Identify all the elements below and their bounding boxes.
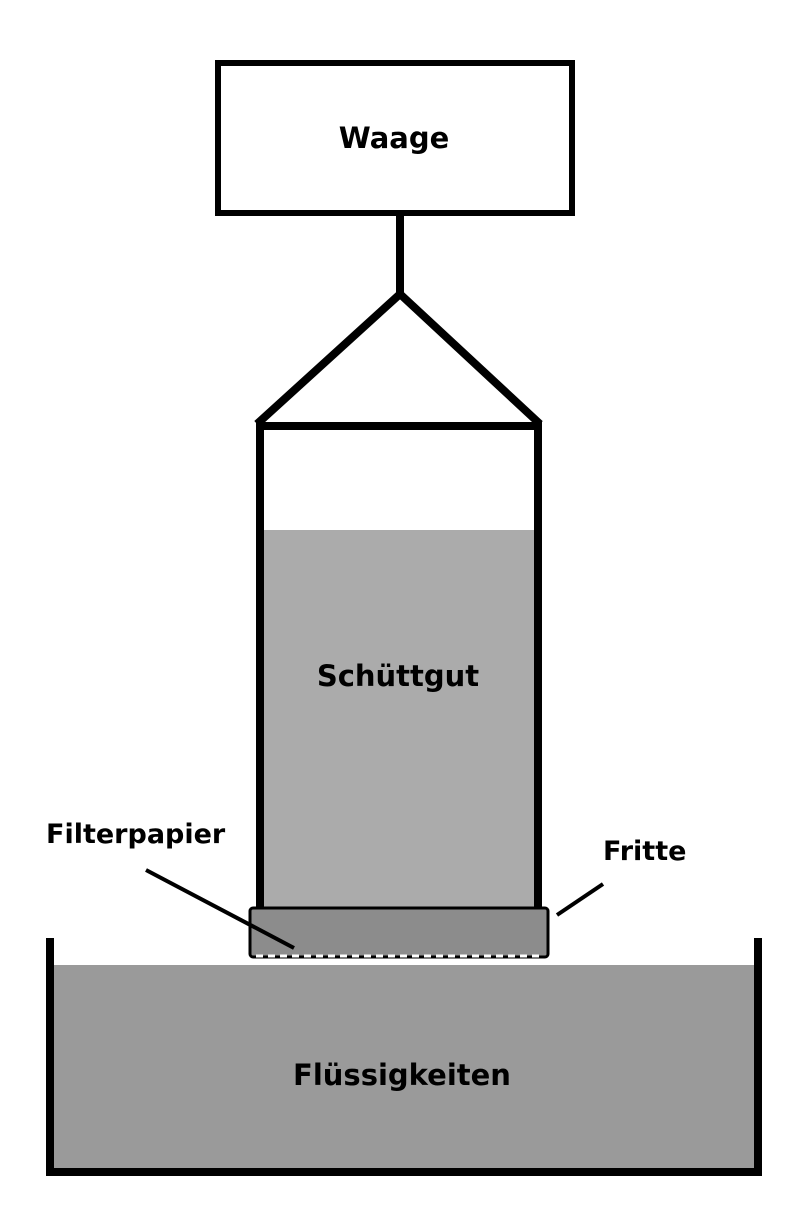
filter-paper-leader-line — [145, 868, 295, 950]
bulk-material-label: Schüttgut — [317, 659, 479, 693]
liquid-basin: Flüssigkeiten — [46, 938, 762, 1176]
frit-label: Fritte — [603, 836, 686, 867]
basin-outline — [46, 938, 762, 1176]
liquid-fill — [54, 965, 756, 1170]
scale-frame — [215, 60, 575, 216]
suspension-hanger — [254, 213, 543, 427]
bulk-material-fill — [262, 530, 536, 908]
hanger-triangle — [254, 288, 543, 427]
sample-tube: Schüttgut — [256, 422, 542, 910]
frit — [248, 906, 550, 959]
frit-callout: Fritte — [555, 836, 686, 917]
filter-paper-label: Filterpapier — [46, 819, 226, 850]
frit-leader-line — [555, 882, 605, 917]
scale-label: Waage — [339, 121, 450, 155]
scale-box: Waage — [215, 60, 575, 216]
filter-paper-callout: Filterpapier — [46, 819, 295, 950]
frit-body — [248, 906, 550, 959]
liquids-label: Flüssigkeiten — [293, 1058, 511, 1092]
